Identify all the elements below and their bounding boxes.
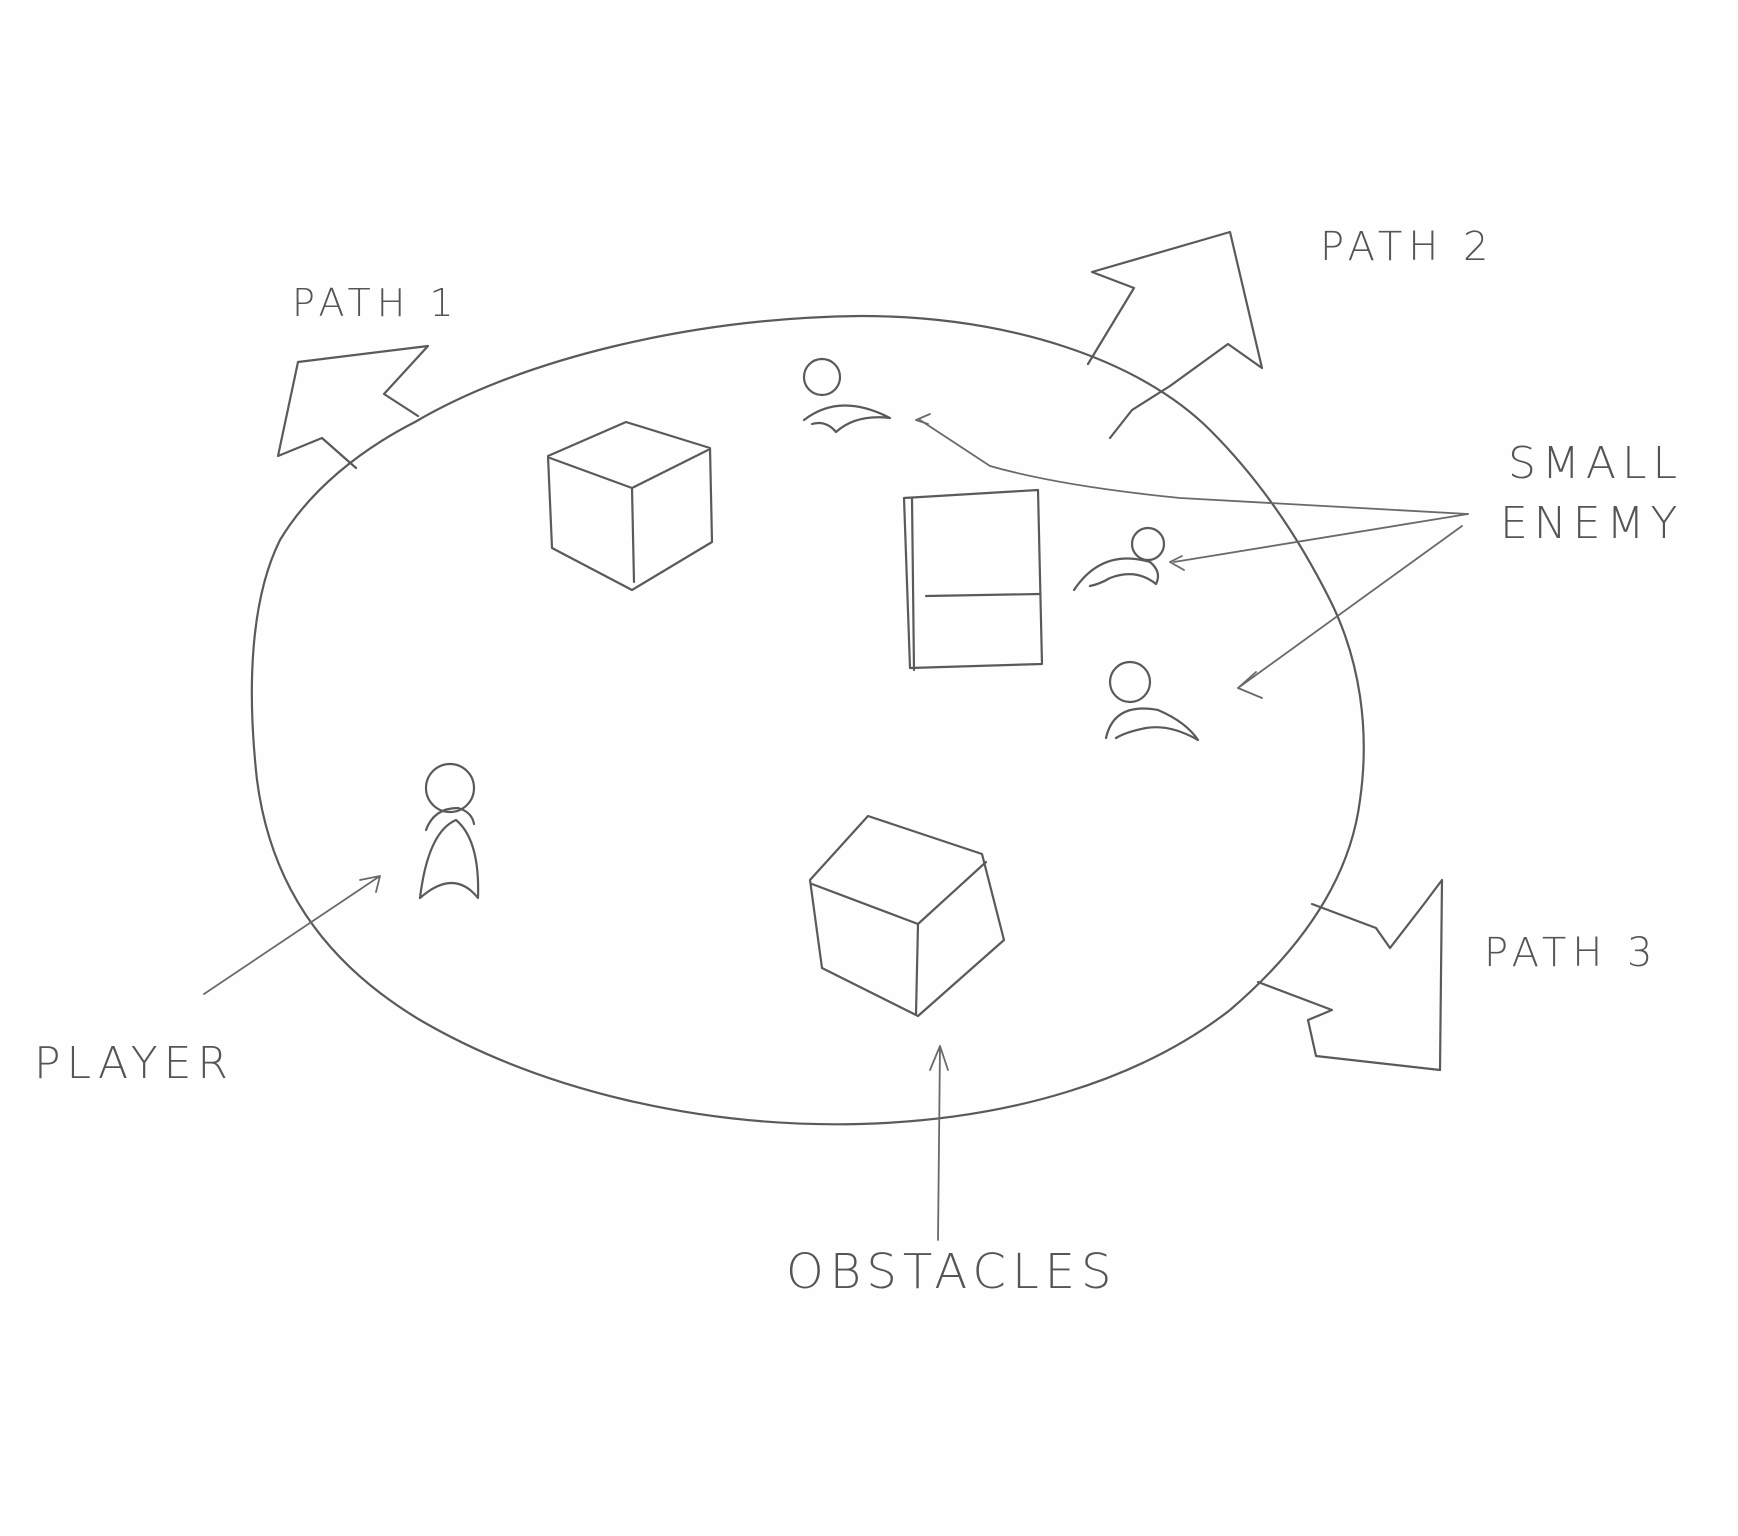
label-path-2: PATH 2: [1320, 224, 1495, 270]
label-path-3: PATH 3: [1484, 930, 1659, 976]
obstacles-pointer: [929, 1045, 949, 1241]
small-enemy-3: [1104, 660, 1200, 742]
label-small-enemy-line1: SMALL: [1508, 438, 1683, 489]
obstacle-cube-1: [546, 420, 714, 592]
label-path-1: PATH 1: [292, 281, 460, 325]
arena-boundary: [250, 314, 1365, 1126]
player-figure: [418, 762, 480, 900]
label-player: PLAYER: [34, 1038, 234, 1089]
label-obstacles: OBSTACLES: [786, 1244, 1117, 1300]
player-pointer: [203, 875, 381, 995]
label-small-enemy-line2: ENEMY: [1500, 498, 1683, 549]
path-2-arrow: [1086, 230, 1264, 440]
obstacle-block-2: [902, 488, 1044, 672]
path-1-arrow: [276, 344, 430, 470]
small-enemy-2: [1072, 526, 1166, 592]
obstacle-cube-3: [808, 814, 1006, 1018]
enemy-pointers: [915, 413, 1469, 699]
path-3-arrow: [1256, 878, 1444, 1072]
small-enemy-1: [802, 357, 892, 434]
